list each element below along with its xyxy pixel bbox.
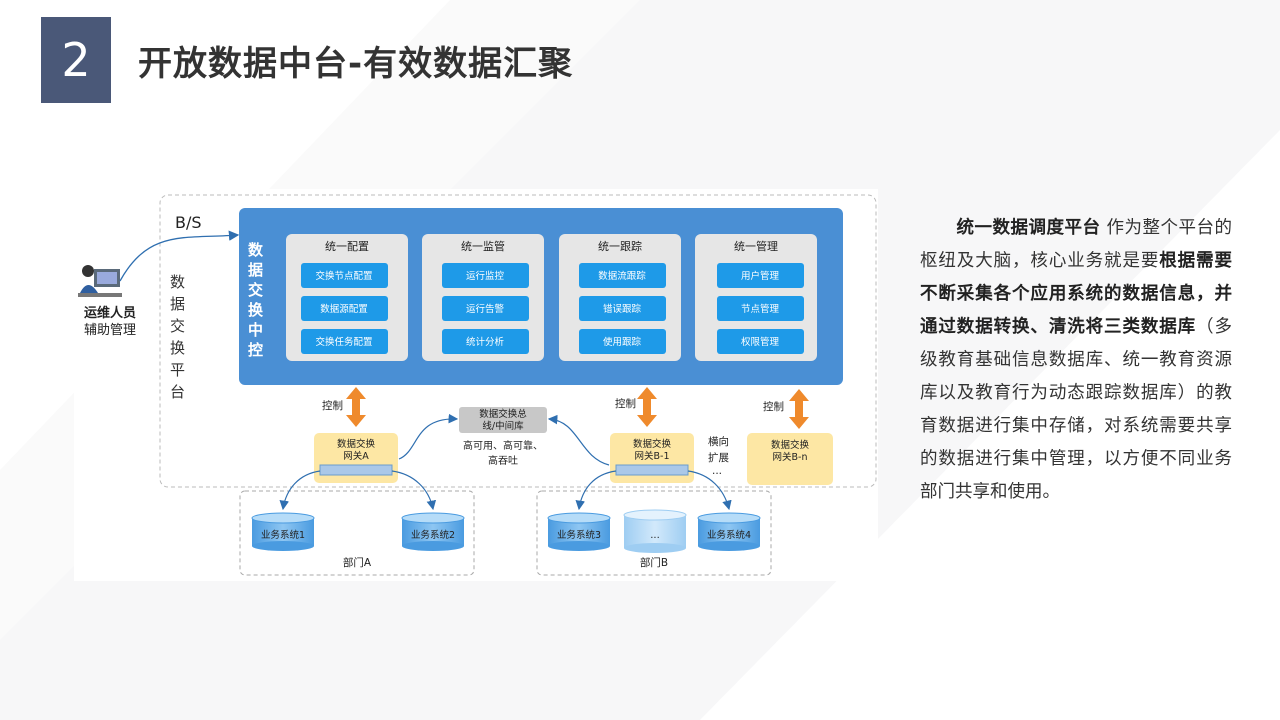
control-arrow-b1: 控制	[615, 387, 657, 427]
section-number: 2	[41, 17, 111, 103]
svg-text:错误跟踪: 错误跟踪	[603, 303, 642, 315]
svg-text:...: ...	[650, 530, 660, 541]
svg-text:控制: 控制	[763, 400, 784, 413]
operator-label-1: 运维人员	[84, 305, 136, 321]
svg-text:中: 中	[248, 321, 263, 339]
svg-text:使用跟踪: 使用跟踪	[603, 336, 642, 348]
module-card-config: 统一配置 交换节点配置 数据源配置 交换任务配置	[286, 234, 408, 361]
operator-label-2: 辅助管理	[84, 323, 136, 338]
svg-text:统一监管: 统一监管	[461, 239, 505, 253]
department-a-label: 部门A	[343, 556, 372, 569]
svg-text:交换任务配置: 交换任务配置	[315, 336, 372, 348]
bs-label: B/S	[175, 213, 202, 232]
svg-text:横向: 横向	[708, 435, 729, 448]
svg-text:控制: 控制	[615, 397, 636, 410]
svg-text:数: 数	[170, 273, 185, 291]
svg-text:数据交换: 数据交换	[337, 438, 376, 450]
svg-text:换: 换	[248, 301, 264, 319]
module-card-track: 统一跟踪 数据流跟踪 错误跟踪 使用跟踪	[559, 234, 681, 361]
svg-text:平: 平	[170, 361, 185, 379]
control-arrow-a: 控制	[322, 387, 366, 427]
svg-text:数: 数	[248, 241, 264, 259]
architecture-diagram: B/S 运维人员 辅助管理 数 据 交 换 平 台 数 据 交 换 中 控 统一…	[74, 189, 878, 581]
svg-text:数据交换: 数据交换	[771, 439, 810, 451]
svg-text:...: ...	[712, 465, 722, 477]
svg-text:交: 交	[248, 281, 263, 299]
svg-text:据: 据	[170, 295, 185, 313]
gateway-a: 数据交换 网关A	[314, 433, 398, 483]
gateway-b1: 数据交换 网关B-1	[610, 433, 694, 483]
description-text-2: （多级教育基础信息数据库、统一教育资源库以及教育行为动态跟踪数据库）的教育数据进…	[920, 317, 1232, 502]
svg-text:网关B-n: 网关B-n	[773, 451, 808, 463]
exchange-bus: 数据交换总 线/中间库 高可用、高可靠、 高吞吐	[459, 407, 547, 467]
svg-text:业务系统3: 业务系统3	[557, 529, 601, 541]
svg-text:线/中间库: 线/中间库	[482, 420, 524, 432]
platform-boundary	[159, 194, 877, 488]
svg-text:运行监控: 运行监控	[466, 270, 505, 282]
svg-text:台: 台	[170, 383, 185, 401]
svg-text:高吞吐: 高吞吐	[488, 454, 518, 467]
description-text-1: 作为整个平台的枢纽及大脑，核心业务就是要	[920, 218, 1233, 271]
business-system-3: 业务系统3	[547, 512, 611, 551]
description-bold-2: 根据需要不断采集各个应用系统的数据信息，并通过数据转换、清洗将三类数据库	[920, 251, 1232, 337]
svg-text:业务系统4: 业务系统4	[707, 529, 751, 541]
module-card-monitor: 统一监管 运行监控 运行告警 统计分析	[422, 234, 544, 361]
business-system-1: 业务系统1	[251, 512, 315, 551]
svg-text:统一跟踪: 统一跟踪	[598, 239, 642, 253]
svg-text:运行告警: 运行告警	[466, 303, 505, 315]
svg-text:统计分析: 统计分析	[466, 336, 505, 348]
svg-text:统一管理: 统一管理	[734, 239, 778, 253]
gateway-bn: 数据交换 网关B-n	[747, 433, 833, 485]
svg-text:扩展: 扩展	[708, 451, 729, 464]
department-a-boundary	[239, 490, 475, 576]
platform-label: 数 据 交 换 平 台	[170, 273, 185, 401]
svg-text:统一配置: 统一配置	[325, 240, 369, 253]
svg-text:用户管理: 用户管理	[741, 270, 780, 282]
svg-text:据: 据	[248, 261, 263, 279]
svg-text:交: 交	[170, 317, 185, 335]
description-text: 统一数据调度平台 作为整个平台的枢纽及大脑，核心业务就是要根据需要不断采集各个应…	[920, 212, 1232, 509]
operator-icon	[78, 265, 122, 297]
horizontal-expand-label: 横向 扩展 ...	[708, 435, 729, 477]
svg-text:交换节点配置: 交换节点配置	[315, 270, 372, 282]
gateway-b1-link-1	[575, 470, 617, 511]
bus-link-a	[398, 413, 459, 460]
svg-text:高可用、高可靠、: 高可用、高可靠、	[463, 439, 543, 452]
gateway-b1-link-2	[687, 470, 732, 511]
svg-text:权限管理: 权限管理	[741, 336, 780, 348]
hub-label: 数 据 交 换 中 控	[248, 241, 264, 359]
svg-text:数据流跟踪: 数据流跟踪	[598, 270, 646, 282]
svg-text:业务系统2: 业务系统2	[411, 529, 455, 541]
department-b-label: 部门B	[640, 556, 668, 569]
page-title: 开放数据中台-有效数据汇聚	[138, 44, 574, 84]
svg-text:换: 换	[170, 339, 185, 357]
operator-link-arrow	[119, 230, 240, 282]
svg-text:网关B-1: 网关B-1	[635, 450, 670, 462]
svg-text:数据交换: 数据交换	[633, 438, 672, 450]
svg-text:数据交换总: 数据交换总	[479, 408, 527, 420]
description-bold-1: 统一数据调度平台	[956, 218, 1101, 238]
bus-link-b	[547, 414, 610, 466]
gateway-a-link-2	[391, 470, 437, 511]
svg-text:节点管理: 节点管理	[741, 303, 780, 315]
svg-text:业务系统1: 业务系统1	[261, 529, 305, 541]
gateway-a-link-1	[279, 470, 321, 511]
svg-text:网关A: 网关A	[343, 450, 369, 462]
control-arrow-bn: 控制	[763, 389, 809, 429]
business-system-ellipsis: ...	[623, 509, 687, 553]
svg-text:控: 控	[248, 341, 263, 359]
business-system-2: 业务系统2	[401, 512, 465, 551]
business-system-4: 业务系统4	[697, 512, 761, 551]
svg-text:控制: 控制	[322, 399, 343, 412]
module-card-manage: 统一管理 用户管理 节点管理 权限管理	[695, 234, 817, 361]
svg-text:数据源配置: 数据源配置	[320, 303, 368, 315]
department-b-boundary	[536, 490, 772, 576]
